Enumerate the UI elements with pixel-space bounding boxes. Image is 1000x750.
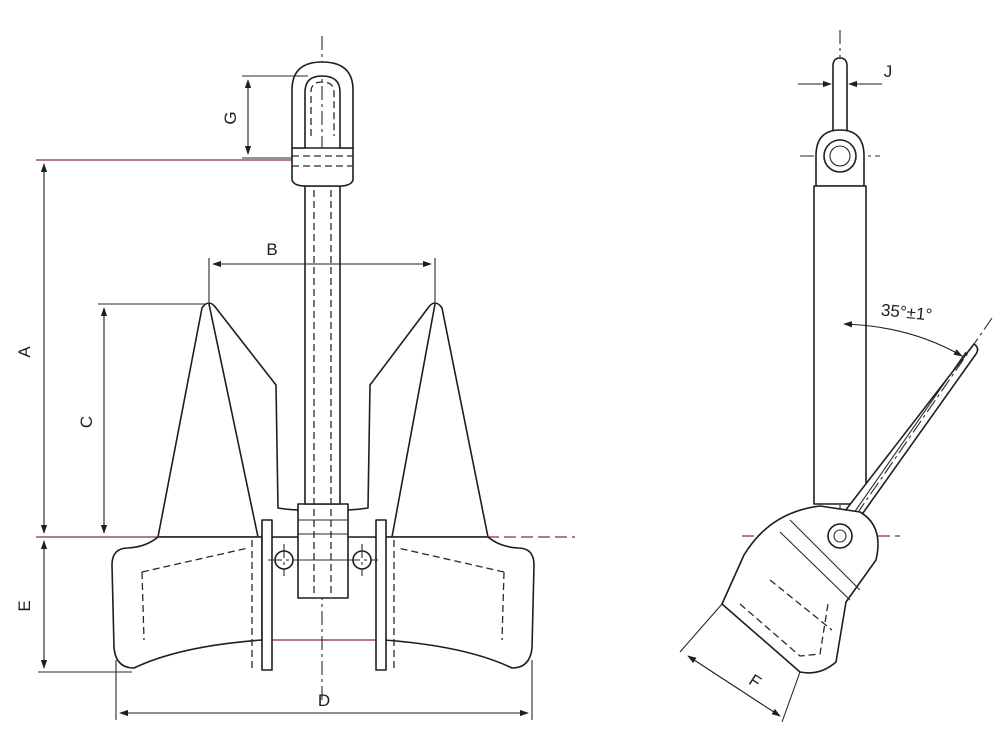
side-shackle-tip [832,57,848,135]
left-fluke-edge [208,303,259,538]
front-view [36,36,575,700]
shank-collar [291,147,354,187]
right-fluke [344,302,489,538]
side-eye-inner [829,145,851,167]
angle-arc [843,321,963,357]
side-eye-hole [823,139,857,173]
angle-label: 35°±1° [880,300,933,324]
palm-inner-hidden-right [397,547,505,641]
dim-B-label: B [266,240,277,259]
crown-block [297,503,349,599]
palm-body [111,536,263,669]
dim-J-label: J [884,62,893,81]
dim-F-ext-top [679,603,723,653]
dim-G-label: G [221,111,240,124]
side-dimensions: J 35°±1° F [679,62,963,723]
dim-A-label: A [15,346,34,358]
left-slot [261,519,273,671]
side-fluke-arm-line [841,351,967,531]
palm-inner-hidden-left [141,547,249,641]
dim-F-label: F [745,671,764,693]
side-palm-inner-2 [769,579,833,631]
dim-C-label: C [77,416,96,428]
side-eye-body [815,129,865,187]
left-fluke [157,302,301,538]
right-fluke-edge [391,303,436,538]
side-palm-cross-2 [779,531,851,601]
shackle [291,61,354,149]
side-palm-cross-1 [789,519,861,591]
palm-body-right [383,536,535,669]
dim-F-ext-bottom [781,671,801,723]
shank [304,185,341,505]
side-shank [813,185,867,505]
dim-E-label: E [15,600,34,611]
side-view [721,30,993,674]
right-slot [375,519,387,671]
front-dimensions: A B C E D G [15,75,533,720]
dim-D-label: D [318,691,330,710]
side-crown-pin-inner [833,529,847,543]
dim-F-line [687,655,781,717]
side-crown-pin [827,523,853,549]
shackle-hidden [310,81,335,136]
side-palm-inner-hidden [739,603,829,657]
side-fluke-arm [837,343,979,521]
side-palm [721,505,879,674]
